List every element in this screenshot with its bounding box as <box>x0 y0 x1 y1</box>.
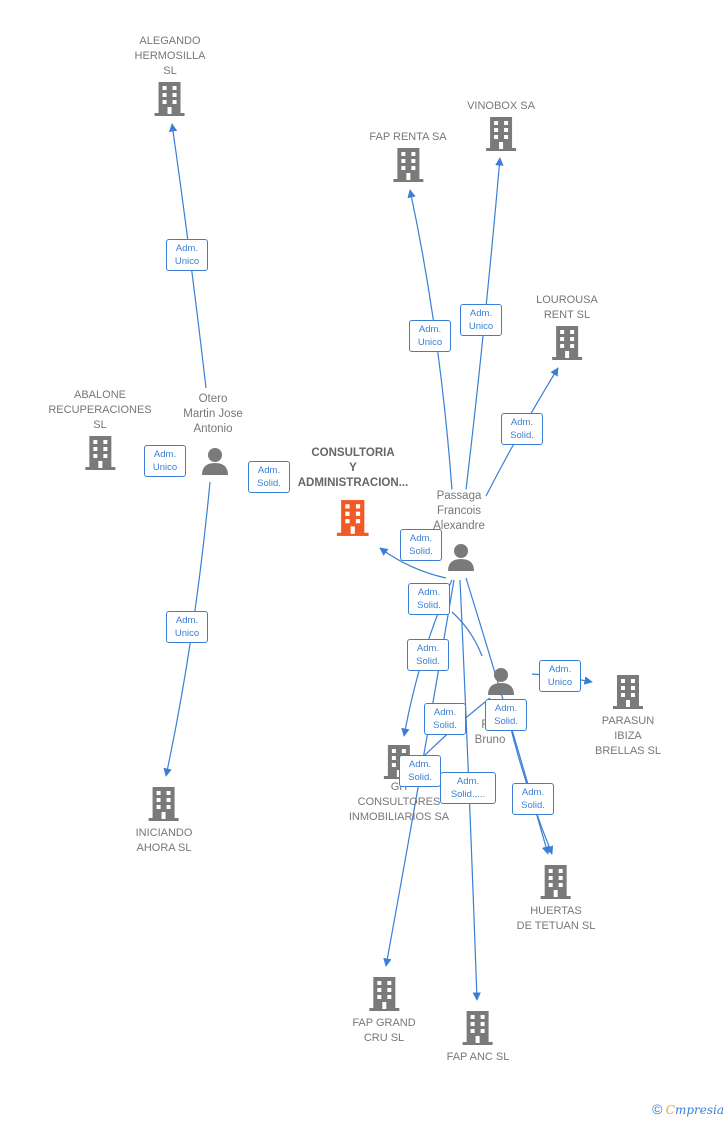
company-vinobox[interactable]: VINOBOX SA <box>467 99 535 152</box>
brand-first-letter: C <box>665 1103 675 1117</box>
company-label: PARASUN IBIZA BRELLAS SL <box>594 715 662 757</box>
building-icon <box>463 1011 493 1045</box>
relation-label[interactable]: Adm. Unico <box>460 304 502 336</box>
relation-label[interactable]: Adm. Solid. <box>399 755 441 787</box>
building-icon <box>612 675 643 709</box>
company-fap-renta[interactable]: FAP RENTA SA <box>369 130 447 183</box>
relation-label[interactable]: Adm. Solid. <box>408 583 450 615</box>
building-icon <box>84 436 115 470</box>
building-icon <box>541 865 571 899</box>
relation-label[interactable]: Adm. Unico <box>539 660 581 692</box>
company-label: ALEGANDO HERMOSILLA SL <box>134 35 206 77</box>
building-icon <box>369 977 399 1011</box>
company-fap-anc[interactable]: FAP ANC SL <box>446 1008 510 1065</box>
company-label: HUERTAS DE TETUAN SL <box>516 905 596 932</box>
relation-label[interactable]: Adm. Solid.,... <box>440 772 496 804</box>
company-label: FAP ANC SL <box>446 1051 510 1063</box>
company-label: VINOBOX SA <box>467 100 535 112</box>
building-icon <box>552 326 582 360</box>
company-lourousa-rent[interactable]: LOUROUSA RENT SL <box>536 293 598 361</box>
person-label-otero: Otero Martin Jose Antonio <box>183 392 243 437</box>
company-label: CONSULTORIA Y ADMINISTRACION... <box>297 447 409 489</box>
company-abalone[interactable]: ABALONE RECUPERACIONES SL <box>48 388 152 471</box>
relation-label[interactable]: Adm. Solid. <box>501 413 543 445</box>
company-label: GH CONSULTORES INMOBILIARIOS SA <box>348 781 450 823</box>
company-huertas-tetuan[interactable]: HUERTAS DE TETUAN SL <box>516 862 596 934</box>
relation-label[interactable]: Adm. Unico <box>409 320 451 352</box>
person-passaga-icon[interactable] <box>446 542 476 572</box>
relation-label[interactable]: Adm. Solid. <box>248 461 290 493</box>
company-label: INICIANDO AHORA SL <box>135 827 193 854</box>
person-bruno-icon[interactable] <box>486 666 516 696</box>
company-label: ABALONE RECUPERACIONES SL <box>48 389 152 431</box>
relation-label[interactable]: Adm. Solid. <box>407 639 449 671</box>
relation-label[interactable]: Adm. Solid. <box>512 783 554 815</box>
relation-label[interactable]: Adm. Solid. <box>400 529 442 561</box>
building-icon <box>154 82 185 116</box>
person-label-passaga: Passaga Francois Alexandre <box>433 489 485 534</box>
brand-name: mpresia <box>674 1103 724 1117</box>
company-fap-grand-cru[interactable]: FAP GRAND CRU SL <box>352 974 416 1046</box>
company-label: FAP RENTA SA <box>369 131 447 143</box>
company-alegando-hermosilla[interactable]: ALEGANDO HERMOSILLA SL <box>134 34 206 117</box>
relation-label[interactable]: Adm. Unico <box>166 611 208 643</box>
edge-passaga-bruno <box>451 611 483 657</box>
relation-label[interactable]: Adm. Solid. <box>485 699 527 731</box>
building-icon <box>149 787 179 821</box>
relation-label[interactable]: Adm. Solid. <box>424 703 466 735</box>
company-label: LOUROUSA RENT SL <box>536 294 598 321</box>
company-iniciando-ahora[interactable]: INICIANDO AHORA SL <box>135 784 193 856</box>
copyright-symbol: © <box>652 1101 663 1117</box>
company-consultoria-main[interactable]: CONSULTORIA Y ADMINISTRACION... <box>297 446 409 537</box>
company-parasun[interactable]: PARASUN IBIZA BRELLAS SL <box>595 672 661 759</box>
edge-passaga-consultoria <box>379 547 447 579</box>
company-label: FAP GRAND CRU SL <box>352 1017 416 1044</box>
footer-brand: © Cmpresia <box>652 1101 724 1117</box>
building-icon <box>392 148 423 182</box>
person-otero-icon[interactable] <box>200 446 230 476</box>
relation-label[interactable]: Adm. Unico <box>144 445 186 477</box>
building-icon <box>485 117 516 151</box>
building-icon <box>337 500 369 536</box>
relation-label[interactable]: Adm. Unico <box>166 239 208 271</box>
